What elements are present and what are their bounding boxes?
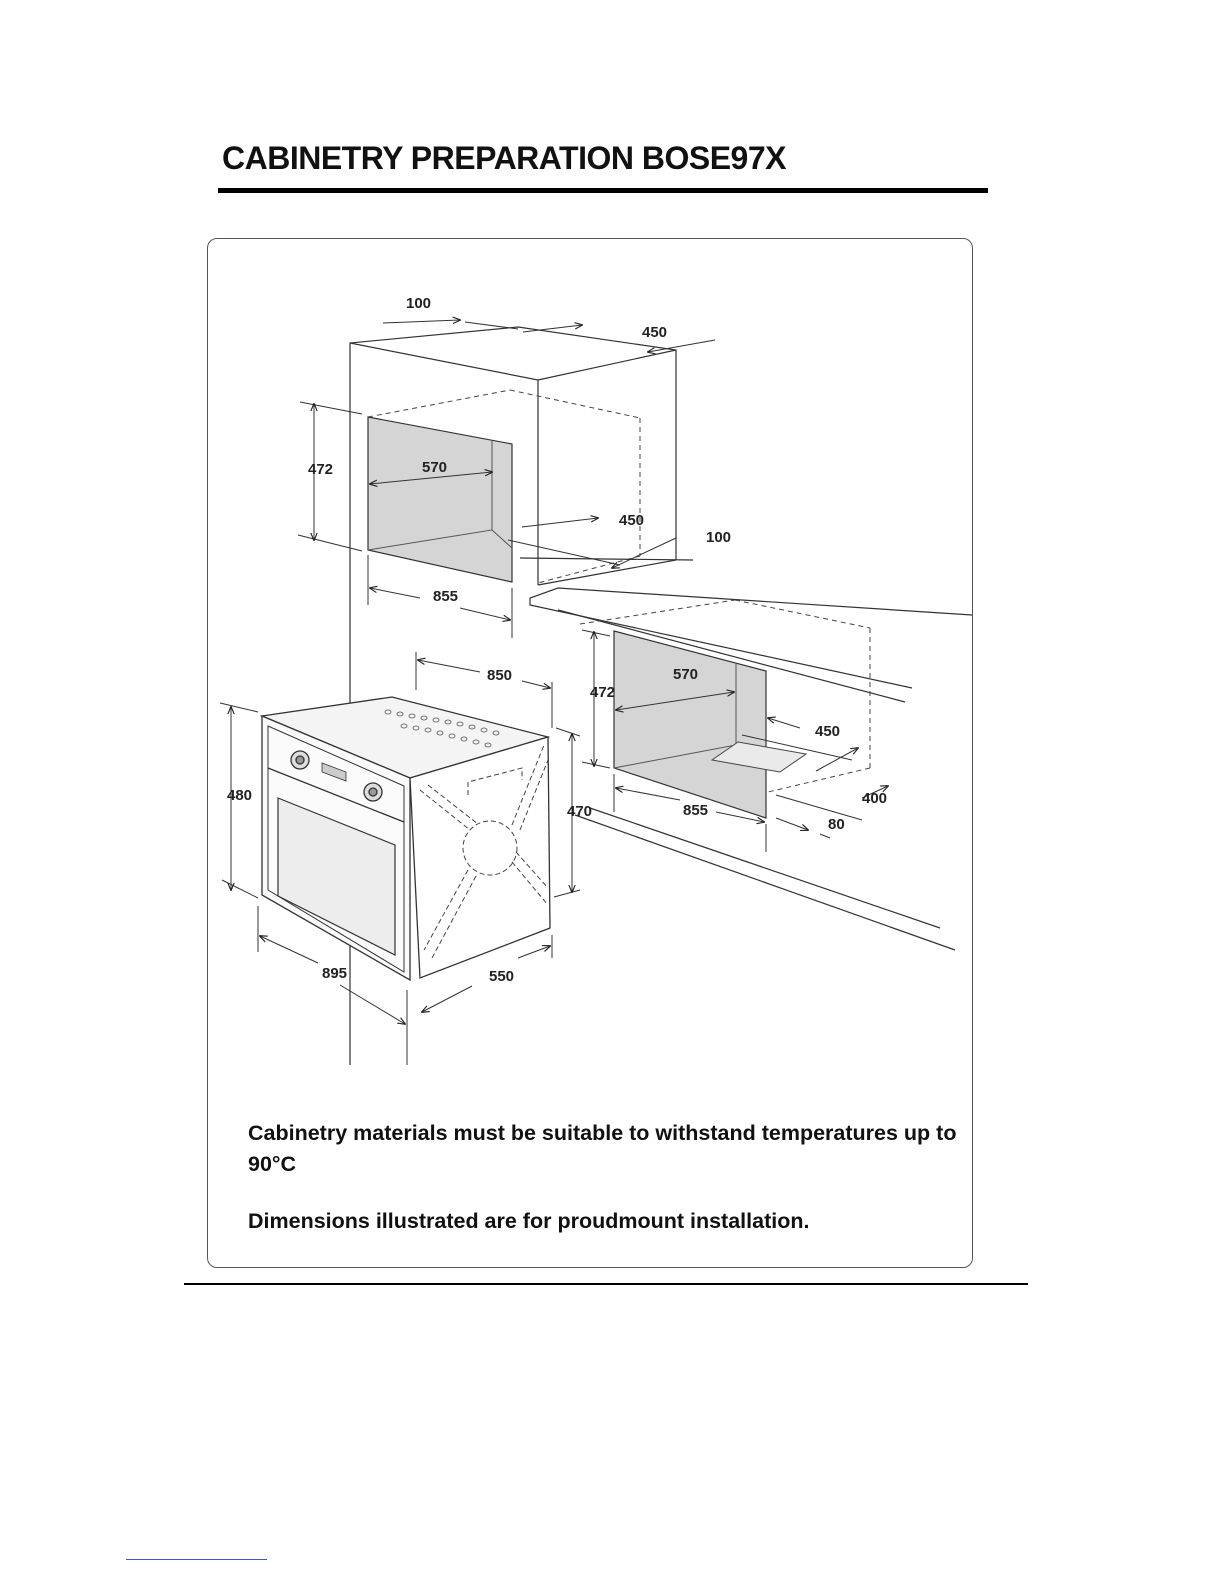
temperature-note: Cabinetry materials must be suitable to …: [248, 1118, 968, 1180]
dim-label: 570: [673, 666, 698, 683]
dim-label: 570: [422, 459, 447, 476]
cabinetry-diagram: 100 450 472 570 450 100 855 850 480 470 …: [207, 238, 973, 1268]
dim-label: 470: [567, 803, 592, 820]
dim-label: 550: [489, 968, 514, 985]
bottom-divider: [184, 1283, 1028, 1285]
dim-label: 855: [433, 588, 458, 605]
dim-label: 895: [322, 965, 347, 982]
dim-label: 450: [642, 324, 667, 341]
dim-label: 472: [308, 461, 333, 478]
title-underline: [218, 188, 988, 193]
dim-label: 400: [862, 790, 887, 807]
dim-label: 472: [590, 684, 615, 701]
lower-cabinet: [575, 808, 955, 950]
dim-label: 450: [815, 723, 840, 740]
dim-label: 80: [828, 816, 845, 833]
installation-note: Dimensions illustrated are for proudmoun…: [248, 1206, 968, 1237]
oven: [262, 697, 550, 980]
dim-label: 100: [706, 529, 731, 546]
dim-label: 850: [487, 667, 512, 684]
dim-label: 855: [683, 802, 708, 819]
dim-label: 100: [406, 295, 431, 312]
dim-label: 480: [227, 787, 252, 804]
dim-label: 450: [619, 512, 644, 529]
page-title: CABINETRY PREPARATION BOSE97X: [222, 140, 786, 177]
upper-cavity-opening: [368, 417, 512, 582]
footer-rule: [126, 1559, 267, 1560]
